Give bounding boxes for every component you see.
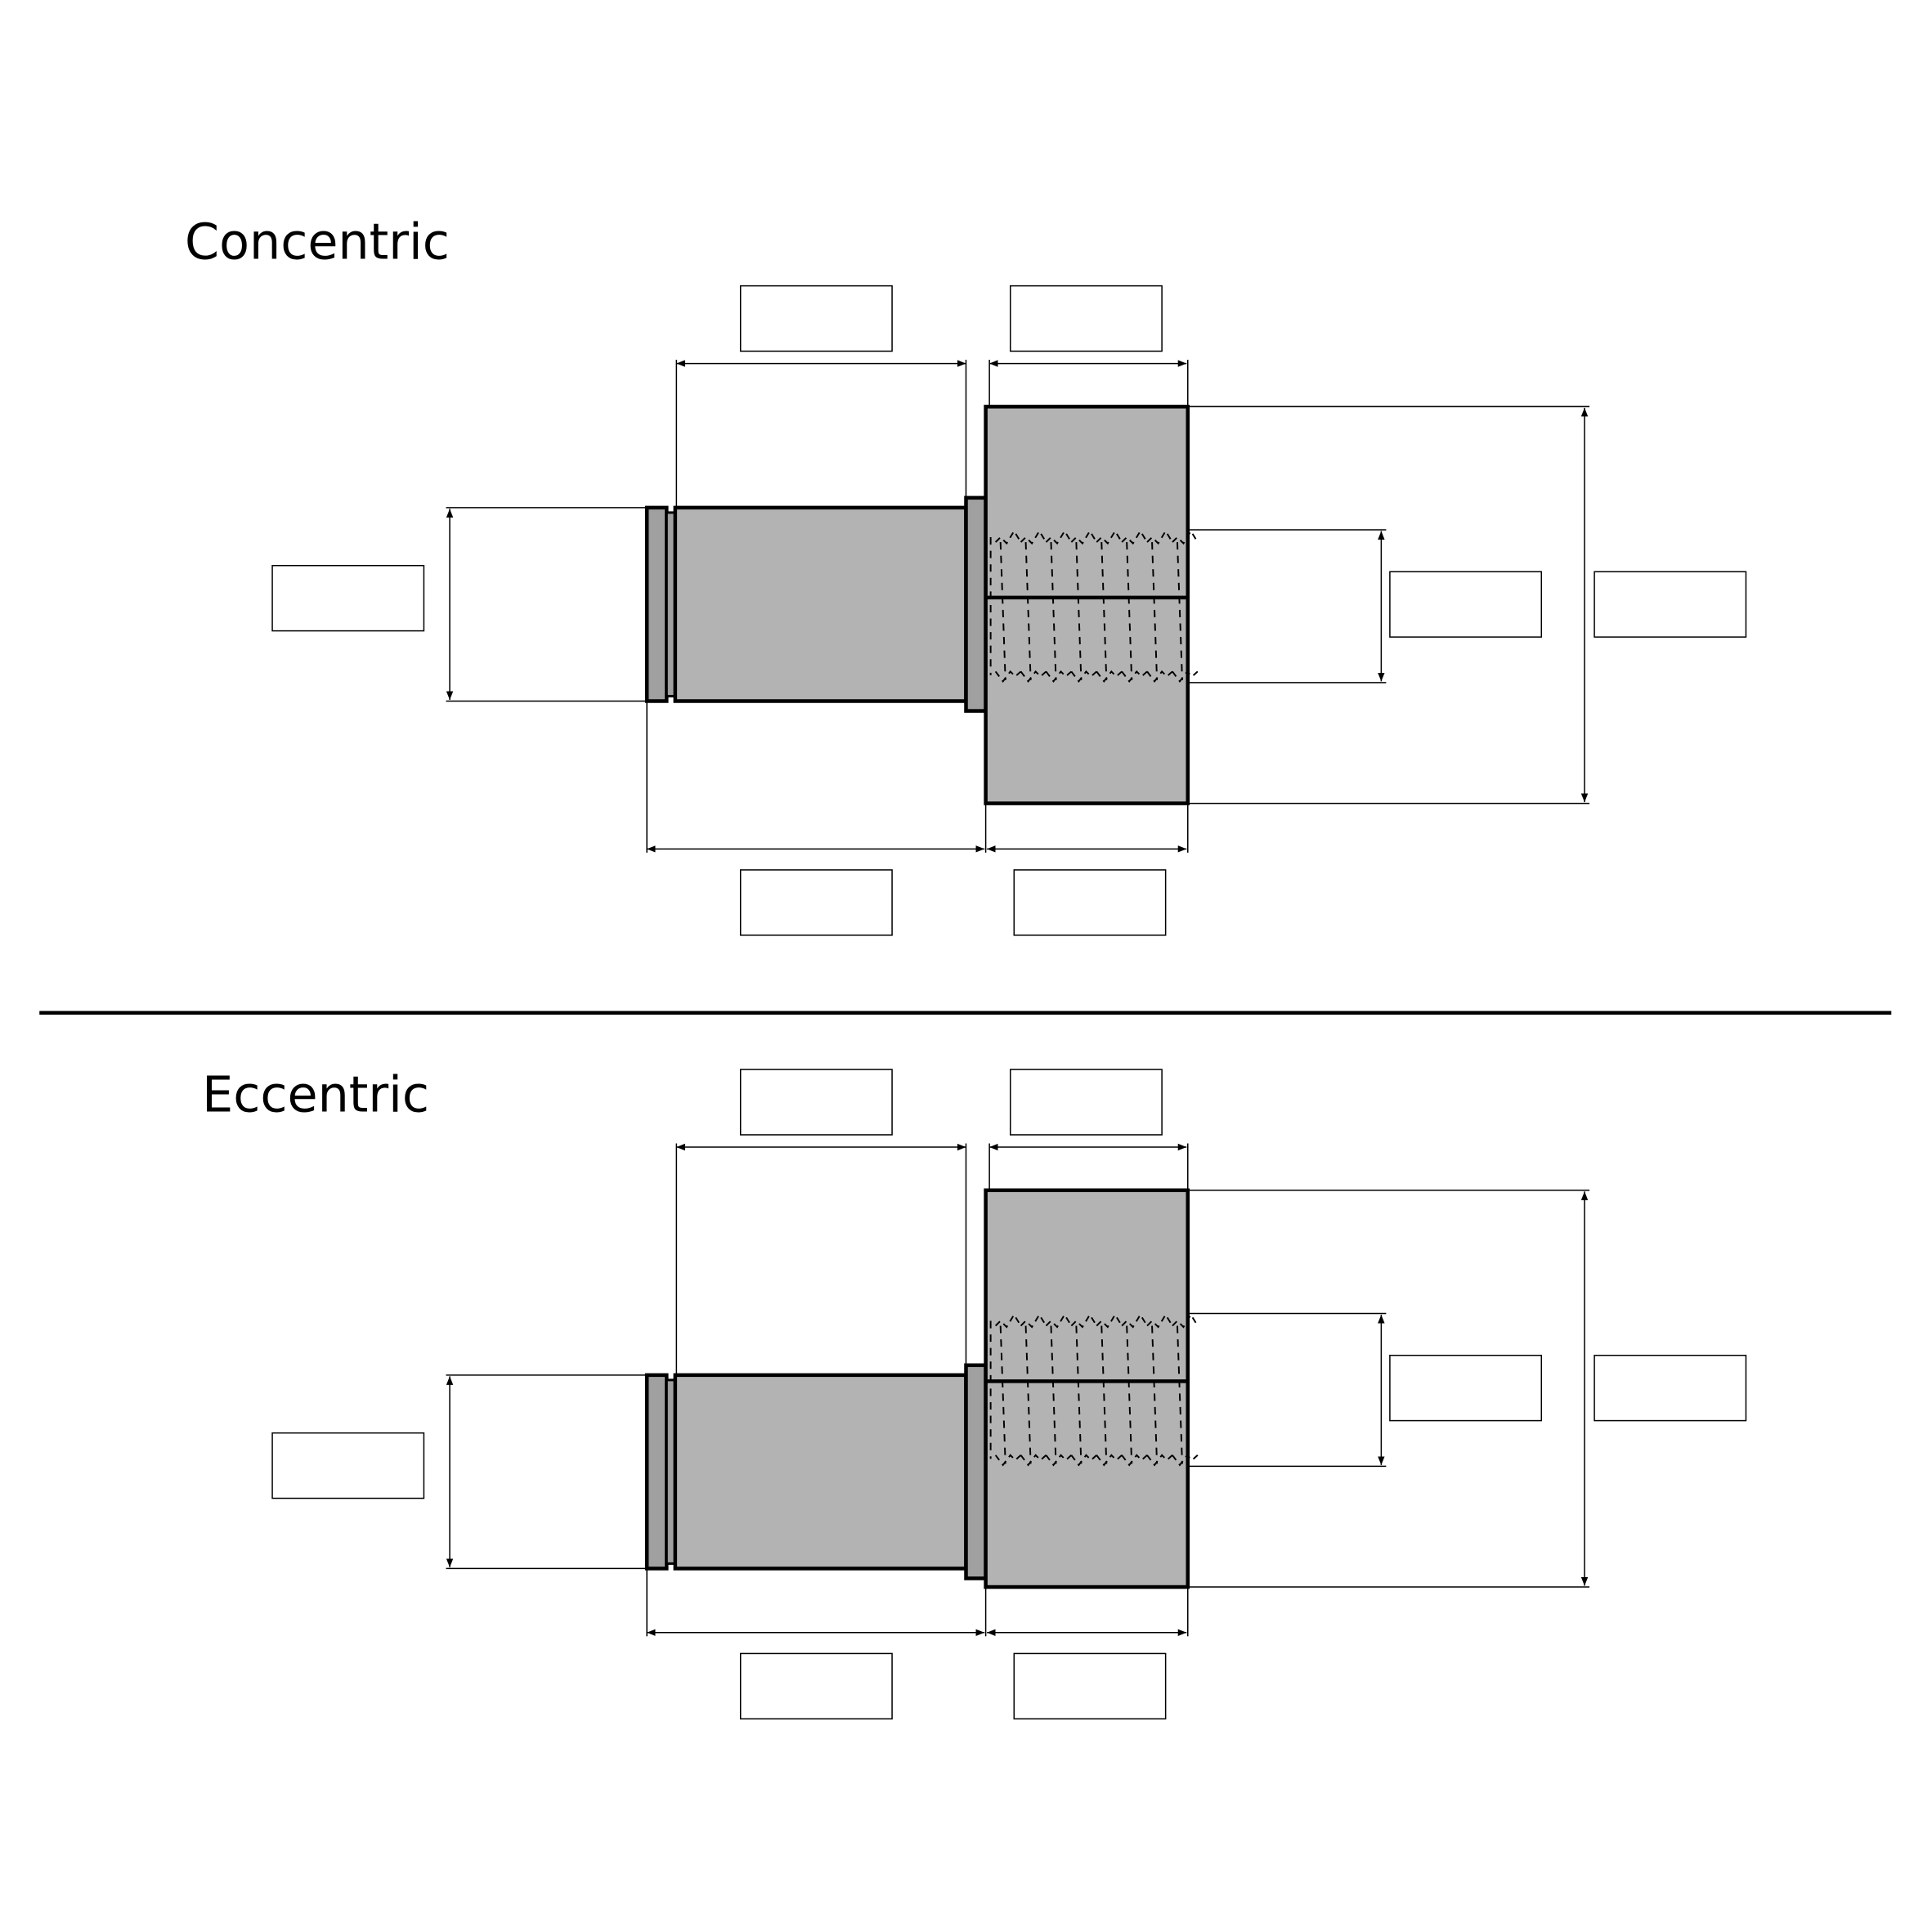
dimension-label-box bbox=[271, 1432, 425, 1499]
thread-line bbox=[1050, 542, 1057, 680]
thread-line bbox=[1100, 1325, 1108, 1464]
shaft bbox=[673, 505, 968, 703]
thread-line bbox=[1050, 1325, 1057, 1464]
thread-crest-top bbox=[994, 529, 1199, 545]
thread-line bbox=[1151, 542, 1159, 680]
concentric-diagram bbox=[271, 285, 1747, 936]
dimension-label-box bbox=[739, 869, 893, 936]
body bbox=[984, 1188, 1190, 1589]
collar bbox=[964, 495, 988, 713]
shaft bbox=[673, 1373, 968, 1571]
dimension-label-box bbox=[739, 285, 893, 352]
thread-crest-bottom bbox=[994, 670, 1199, 684]
thread-line bbox=[1100, 542, 1108, 680]
dimension-label-box bbox=[1009, 1069, 1163, 1136]
thread-line bbox=[1126, 1325, 1133, 1464]
thread-line bbox=[999, 1325, 1006, 1464]
eccentric-diagram bbox=[271, 1069, 1747, 1720]
concentric-title: Concentric bbox=[185, 213, 450, 271]
thread-line bbox=[1075, 542, 1083, 680]
dimension-label-box bbox=[739, 1069, 893, 1136]
dimension-label-box bbox=[271, 564, 425, 632]
dimension-label-box bbox=[1013, 1652, 1167, 1720]
dimension-label-box bbox=[1013, 869, 1167, 936]
thread-crest-bottom bbox=[994, 1454, 1199, 1467]
dimension-label-box bbox=[1594, 571, 1747, 638]
thread-line bbox=[1075, 1325, 1083, 1464]
dimension-label-box bbox=[739, 1652, 893, 1720]
dimension-label-box bbox=[1594, 1354, 1747, 1422]
flange-ring bbox=[644, 505, 669, 703]
body bbox=[984, 405, 1190, 805]
dimension-label-box bbox=[1389, 1354, 1543, 1422]
thread-line bbox=[999, 542, 1006, 680]
flange-ring bbox=[644, 1373, 669, 1571]
thread-line bbox=[1151, 1325, 1159, 1464]
dimension-label-box bbox=[1389, 571, 1543, 638]
thread-line bbox=[1176, 1325, 1183, 1464]
collar bbox=[964, 1363, 988, 1580]
thread-line bbox=[1176, 542, 1183, 680]
thread-line bbox=[1126, 542, 1133, 680]
thread-crest-top bbox=[994, 1313, 1199, 1329]
thread-line bbox=[1024, 1325, 1032, 1464]
thread-line bbox=[1024, 542, 1032, 680]
eccentric-title: Eccentric bbox=[202, 1066, 429, 1123]
dimension-label-box bbox=[1009, 285, 1163, 352]
